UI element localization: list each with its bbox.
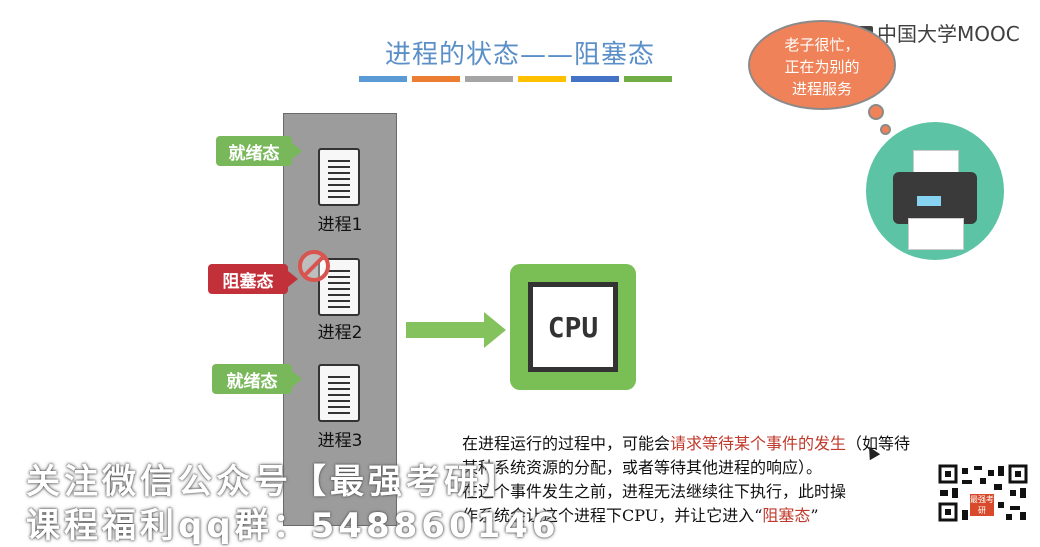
- promo-overlay-line-2: 课程福利qq群：548860146: [26, 506, 560, 546]
- thought-puff-1: [868, 104, 884, 120]
- thought-puff-2: [880, 124, 891, 135]
- highlight-request-event: 请求等待某个事件的发生: [670, 434, 847, 453]
- qr-badge: 最强考研: [970, 494, 994, 516]
- description-line-2: 某种系统资源的分配，或者等待其他进程的响应）。: [462, 458, 823, 477]
- highlight-blocked-state: 阻塞态: [762, 506, 811, 525]
- process-label-3: 进程3: [317, 431, 363, 451]
- document-icon-3: [318, 364, 360, 422]
- title-underline-6: [624, 76, 672, 82]
- state-tag-ready-3: 就绪态: [212, 364, 292, 394]
- printer-display: [917, 196, 941, 206]
- process-label-1: 进程1: [317, 215, 363, 235]
- thought-cloud-text: 老子很忙， 正在为别的 进程服务: [760, 34, 884, 100]
- title-underline-1: [359, 76, 407, 82]
- description-line-4: 作系统会让这个进程下CPU，并让它进入“阻塞态”: [462, 506, 819, 525]
- description-line-3: 在这个事件发生之前，进程无法继续往下执行，此时操: [462, 482, 847, 501]
- schedule-arrow-head: [484, 312, 506, 348]
- document-icon-1: [318, 148, 360, 206]
- state-tag-ready-1: 就绪态: [216, 136, 292, 166]
- process-label-2: 进程2: [317, 323, 363, 343]
- mooc-watermark-text: 中国大学MOOC: [877, 22, 1020, 46]
- printer-paper-out: [908, 218, 964, 250]
- tag-pointer-3: [292, 371, 302, 387]
- document-icon-2: [318, 258, 360, 316]
- prohibited-icon: [298, 250, 330, 282]
- schedule-arrow-shaft: [406, 322, 486, 338]
- promo-overlay-line-1: 关注微信公众号【最强考研】: [26, 462, 520, 502]
- thought-cloud: [748, 20, 896, 110]
- description-text: 在进程运行的过程中，可能会请求等待某个事件的发生（如等待 某种系统资源的分配，或…: [462, 432, 1032, 528]
- slide-title: 进程的状态——阻塞态: [384, 40, 655, 70]
- title-underline-3: [465, 76, 513, 82]
- tag-pointer-2: [288, 271, 298, 287]
- title-underline-4: [518, 76, 566, 82]
- cpu-label: CPU: [528, 282, 618, 372]
- process-queue: [283, 113, 397, 526]
- title-underline-2: [412, 76, 460, 82]
- thought-cloud-line-1: 老子很忙，: [784, 36, 860, 54]
- thought-cloud-line-2: 正在为别的: [784, 58, 860, 76]
- title-underline-5: [571, 76, 619, 82]
- state-tag-blocked: 阻塞态: [208, 264, 288, 294]
- description-line-1: 在进程运行的过程中，可能会请求等待某个事件的发生（如等待: [462, 434, 911, 453]
- tag-pointer-1: [292, 143, 302, 159]
- thought-cloud-line-3: 进程服务: [791, 80, 852, 98]
- qr-code: [936, 462, 1030, 524]
